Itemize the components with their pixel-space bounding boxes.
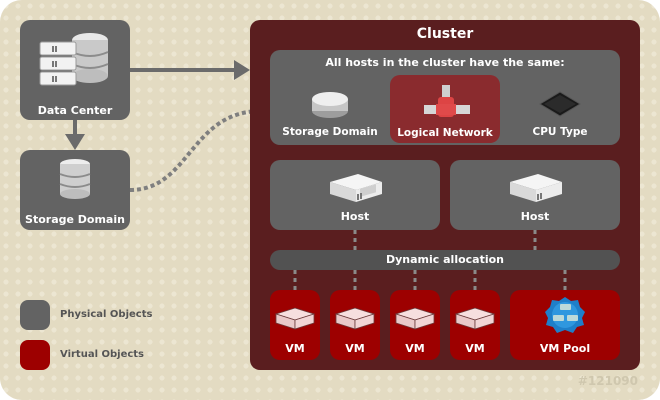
host-box[interactable]: Host xyxy=(270,160,440,230)
shared-item-cpu-type[interactable]: CPU Type xyxy=(510,76,610,142)
vm-server-icon xyxy=(455,307,495,330)
host-label: Host xyxy=(520,210,550,223)
vm-server-icon xyxy=(395,307,435,330)
legend-swatch-physical xyxy=(20,300,50,330)
vm-label: VM xyxy=(285,342,305,355)
cpu-chip-icon xyxy=(539,91,581,117)
dc-to-storage-arrow-head xyxy=(65,134,85,150)
storage-dotted-link xyxy=(129,109,286,192)
vm-server-icon xyxy=(335,307,375,330)
storage-domain-label: Storage Domain xyxy=(25,213,125,226)
vm-box[interactable]: VM xyxy=(270,290,320,360)
vm-label: VM xyxy=(405,342,425,355)
figure-id: #121090 xyxy=(577,374,638,388)
vm-pool-box[interactable]: VM Pool xyxy=(510,290,620,360)
vm-box[interactable]: VM xyxy=(330,290,380,360)
shared-item-logical-network[interactable]: Logical Network xyxy=(390,75,500,143)
dynamic-allocation-bar: Dynamic allocation xyxy=(270,250,620,270)
shared-item-label: Logical Network xyxy=(397,127,493,139)
vm-pool-icon xyxy=(545,297,585,333)
database-icon xyxy=(59,159,91,199)
shared-properties-panel: All hosts in the cluster have the same: … xyxy=(270,50,620,145)
shared-item-label: Storage Domain xyxy=(282,126,378,138)
legend-label-physical: Physical Objects xyxy=(60,309,153,320)
vm-label: VM xyxy=(465,342,485,355)
server-icon xyxy=(510,174,562,202)
host-label: Host xyxy=(340,210,370,223)
data-center-label: Data Center xyxy=(37,104,113,117)
disk-icon xyxy=(312,92,348,118)
data-center-box[interactable]: Data Center xyxy=(20,20,130,120)
cluster-container: Cluster All hosts in the cluster have th… xyxy=(250,20,640,370)
storage-domain-box[interactable]: Storage Domain xyxy=(20,150,130,230)
vm-server-icon xyxy=(275,307,315,330)
vm-label: VM xyxy=(345,342,365,355)
vm-pool-label: VM Pool xyxy=(539,342,591,355)
network-pipe-icon xyxy=(424,85,470,117)
server-icon xyxy=(330,174,382,202)
cluster-title: Cluster xyxy=(416,26,474,42)
shared-properties-heading: All hosts in the cluster have the same: xyxy=(325,56,565,69)
host-box[interactable]: Host xyxy=(450,160,620,230)
shared-item-label: CPU Type xyxy=(532,126,588,138)
dynamic-allocation-label: Dynamic allocation xyxy=(385,253,505,266)
vm-box[interactable]: VM xyxy=(450,290,500,360)
shared-item-storage-domain[interactable]: Storage Domain xyxy=(280,76,380,142)
legend-label-virtual: Virtual Objects xyxy=(60,349,145,360)
dc-to-cluster-arrow-head xyxy=(234,60,250,80)
data-center-icon xyxy=(39,33,109,86)
legend-swatch-virtual xyxy=(20,340,50,370)
vm-box[interactable]: VM xyxy=(390,290,440,360)
allocation-connectors xyxy=(293,230,567,290)
